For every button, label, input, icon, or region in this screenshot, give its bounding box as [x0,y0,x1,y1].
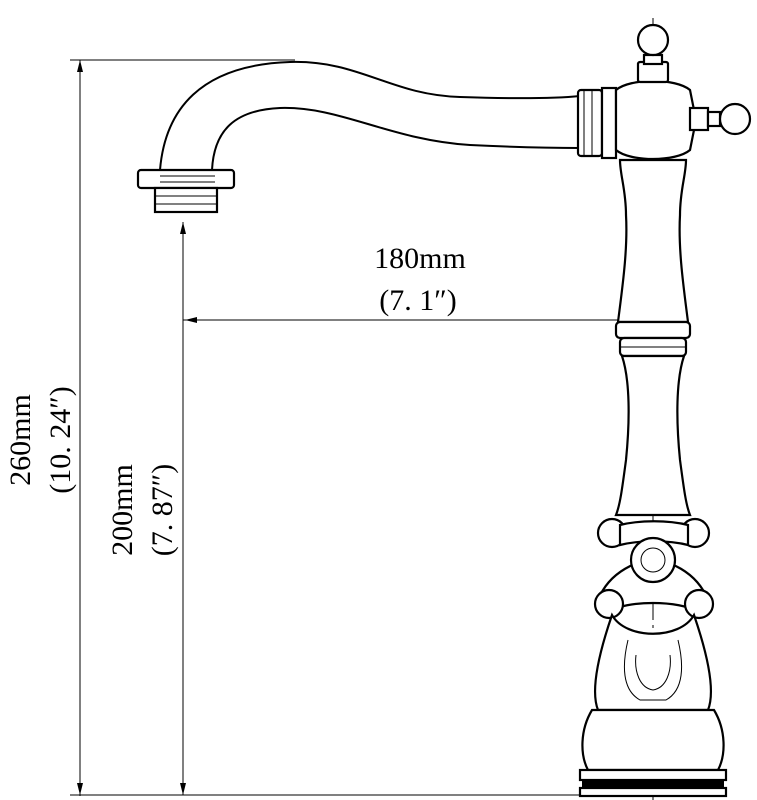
spout-height-mm-label: 200mm [106,464,139,556]
spout [136,60,581,214]
spout-reach-dimension [183,317,653,323]
total-height-inch-label: (10. 24″) [44,386,77,493]
total-height-mm-label: 260mm [4,394,37,486]
total-height-dimension [70,59,585,796]
cross-handle [593,517,715,620]
faucet-base [578,612,728,798]
spout-height-inch-label: (7. 87″) [146,464,179,556]
spout-reach-inch-label: (7. 1″) [379,284,456,317]
spout-height-dimension [180,222,186,795]
swivel-head [576,23,752,161]
spout-reach-mm-label: 180mm [374,242,466,275]
column-body [614,158,692,517]
